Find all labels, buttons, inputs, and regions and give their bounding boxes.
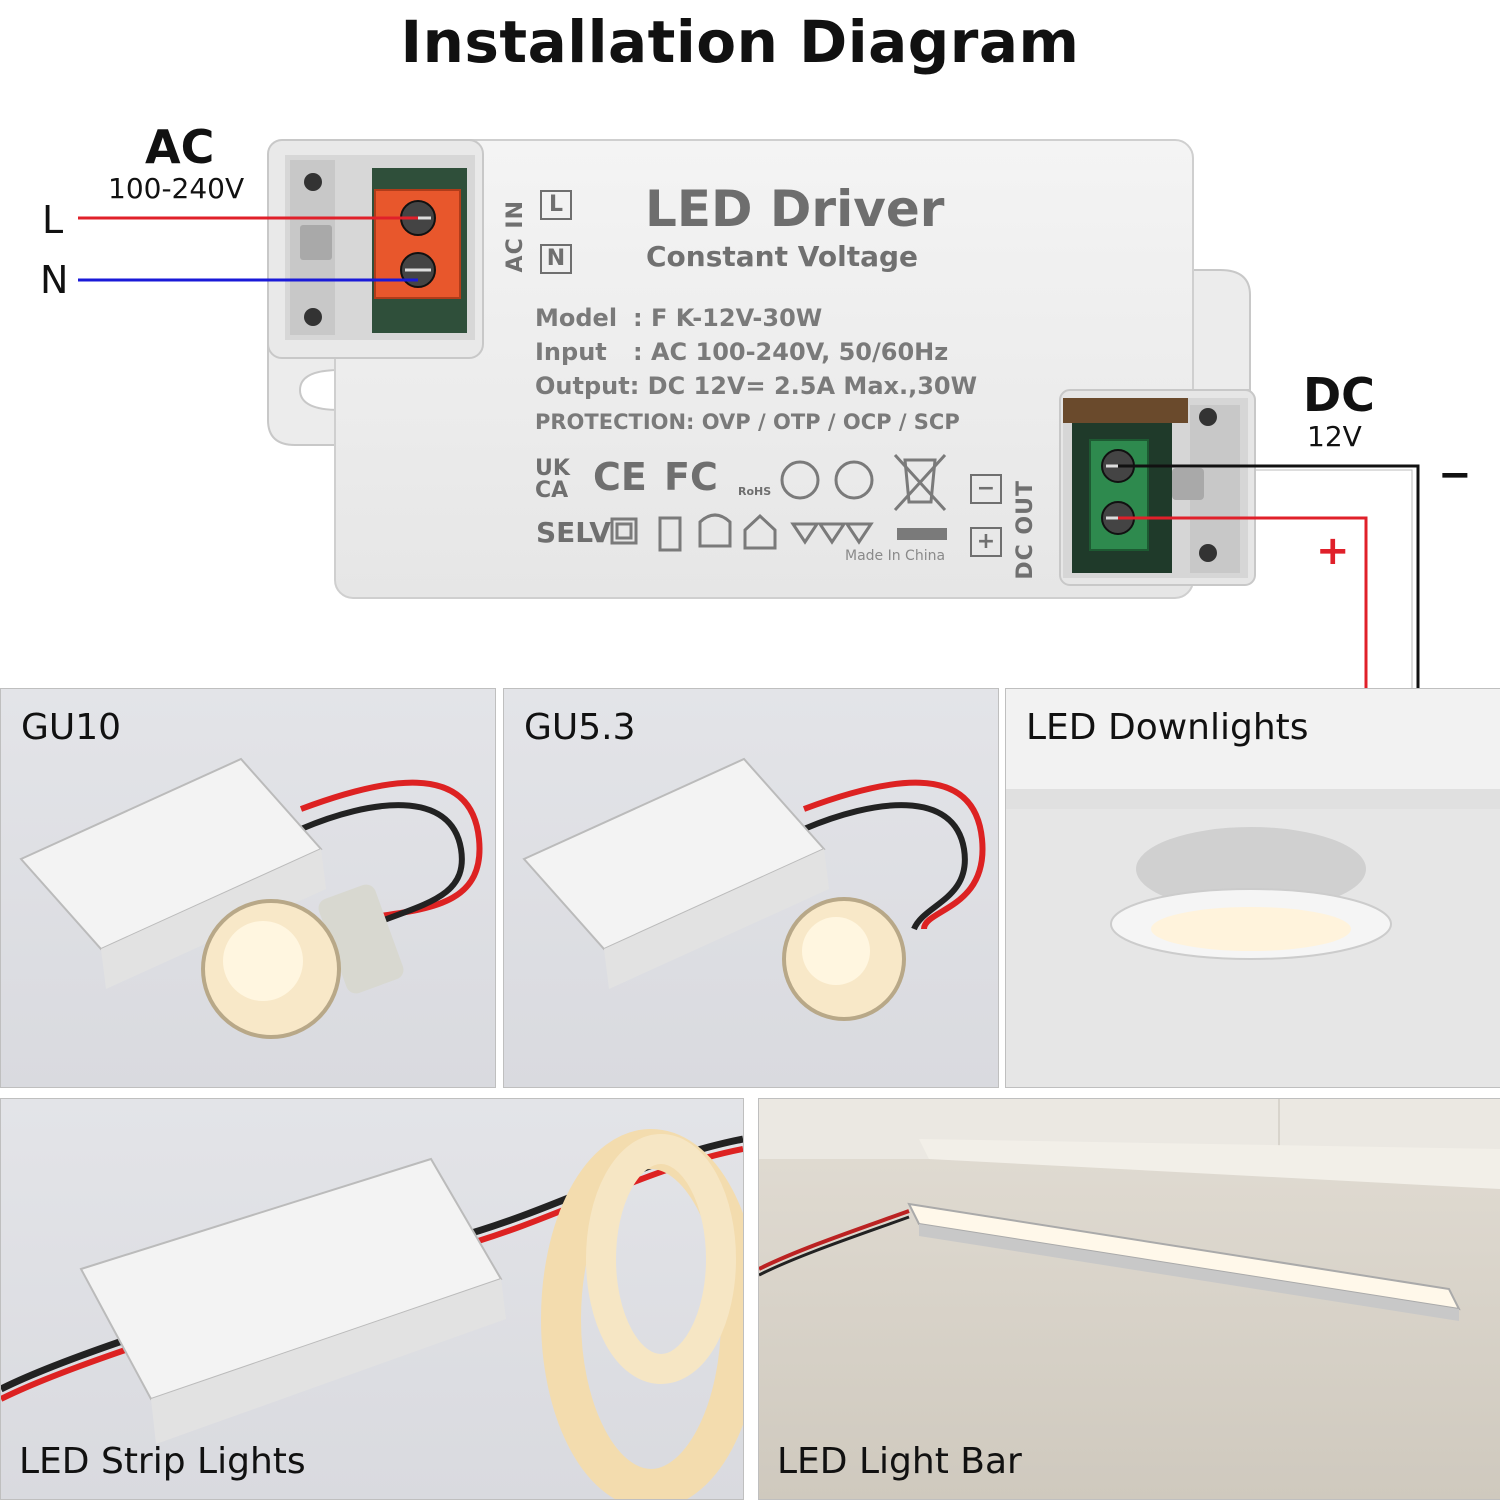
light-bar-illustration [759, 1099, 1500, 1321]
panel-label-light-bar: LED Light Bar [777, 1441, 1022, 1482]
panel-label-gu53: GU5.3 [524, 707, 636, 748]
driver-subtitle: Constant Voltage [646, 240, 919, 273]
negative-sign: − [1438, 452, 1472, 498]
model-value: : F K-12V-30W [633, 304, 823, 332]
gu53-illustration [522, 757, 986, 1021]
downlight-illustration [1006, 689, 1500, 960]
panel-gu53: GU5.3 [503, 688, 999, 1088]
terminal-n-mark: N [540, 244, 572, 274]
dc-out-label: DC OUT [1013, 480, 1038, 580]
output-label: Output: [535, 372, 640, 400]
positive-sign: + [1316, 528, 1350, 574]
panel-gu10: GU10 [0, 688, 496, 1088]
terminal-minus-mark: − [970, 474, 1002, 504]
panel-label-strip-lights: LED Strip Lights [19, 1441, 306, 1482]
panel-downlights: LED Downlights [1005, 688, 1500, 1088]
live-wire-label: L [42, 198, 64, 242]
dc-label: DC [1303, 368, 1375, 422]
panel-strip-lights: LED Strip Lights [0, 1098, 744, 1500]
output-value: DC 12V= 2.5A Max.,30W [647, 372, 978, 400]
page-title: Installation Diagram [400, 8, 1080, 76]
driver-model-row: Model : F K-12V-30W [535, 304, 822, 332]
ac-voltage: 100-240V [108, 172, 245, 205]
ac-label: AC [145, 120, 215, 174]
driver-brand: LED Driver [645, 180, 945, 238]
panel-light-bar: LED Light Bar [758, 1098, 1500, 1500]
terminal-l-mark: L [540, 190, 572, 220]
made-in-label: Made In China [845, 548, 946, 564]
dc-voltage: 12V [1307, 420, 1362, 453]
terminal-plus-mark: + [970, 527, 1002, 557]
driver-protection: PROTECTION: OVP / OTP / OCP / SCP [535, 410, 960, 434]
led-driver-illustration [78, 139, 1420, 688]
driver-output-row: Output: DC 12V= 2.5A Max.,30W [535, 372, 977, 400]
ukca-mark: UK CA [535, 456, 570, 503]
input-value: : AC 100-240V, 50/60Hz [633, 338, 949, 366]
gu10-illustration [19, 757, 483, 1039]
panel-label-gu10: GU10 [21, 707, 122, 748]
driver-input-row: Input : AC 100-240V, 50/60Hz [535, 338, 948, 366]
input-label: Input [535, 338, 607, 366]
selv-mark: SELV [536, 516, 611, 549]
strip-lights-illustration [1, 1129, 743, 1499]
rohs-mark: RoHS [738, 485, 772, 498]
ce-mark: CE [593, 455, 647, 499]
model-label: Model [535, 304, 618, 332]
panel-label-downlights: LED Downlights [1026, 707, 1309, 748]
fc-mark: FC [664, 455, 718, 499]
ac-in-label: AC IN [503, 200, 528, 273]
neutral-wire-label: N [40, 258, 69, 302]
